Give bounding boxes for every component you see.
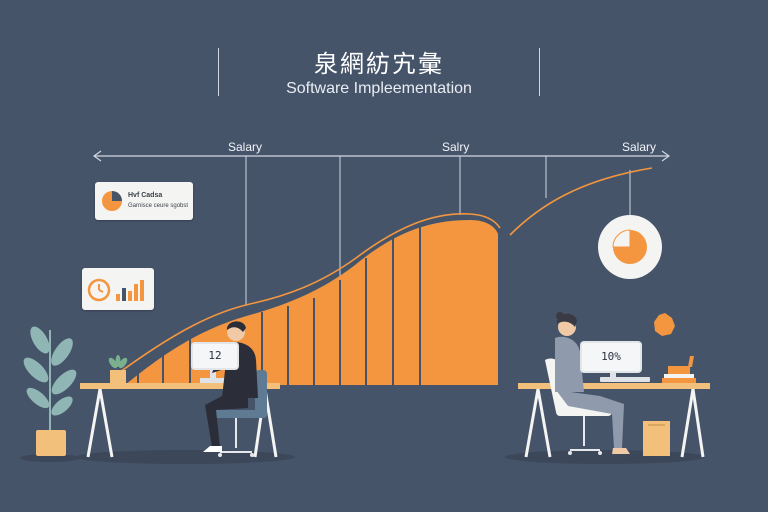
shopping-bag — [643, 421, 670, 456]
right-floor-shadow — [505, 450, 705, 464]
bar-chart-icon — [87, 278, 144, 302]
right-monitor: 10% — [582, 343, 640, 371]
right-keyboard — [600, 377, 650, 382]
pie-chart-widget — [598, 215, 662, 279]
right-monitor-stand — [610, 371, 616, 379]
info-card-pie: Hvf Cadsa Garnisce ceure sgobst — [95, 182, 193, 220]
left-monitor-base — [200, 378, 226, 383]
title-left-rule — [218, 48, 219, 96]
left-chair — [212, 370, 267, 457]
growth-curve — [119, 213, 501, 373]
plant-floor-shadow — [20, 454, 80, 462]
badge-icon — [654, 313, 675, 336]
left-monitor: 12 — [193, 344, 237, 368]
books-stack — [662, 356, 696, 383]
left-floor-shadow — [75, 450, 295, 464]
page-subtitle: Software Impleementation — [286, 80, 472, 97]
right-monitor-value: 10% — [601, 350, 621, 363]
pie-chart-icon — [102, 191, 122, 211]
title-right-rule — [539, 48, 540, 96]
timeline-label-1: Salary — [228, 140, 263, 154]
guide-lines — [245, 156, 631, 305]
timeline-arrow — [92, 150, 671, 162]
info-card-bars — [82, 268, 154, 310]
growth-area — [125, 220, 498, 385]
timeline-label-2: Salry — [442, 140, 470, 154]
left-monitor-value: 12 — [208, 349, 222, 362]
potted-plant-large — [23, 326, 77, 456]
right-desk — [518, 383, 710, 458]
potted-plant-small — [108, 355, 128, 383]
growth-curve-extension — [509, 167, 653, 236]
timeline-label-3: Salary — [622, 140, 657, 154]
page-title: 泉網紡宄彙 — [314, 50, 444, 78]
title-block: 泉網紡宄彙 Software Impleementation — [218, 40, 540, 102]
info-card-subtitle: Garnisce ceure sgobst — [128, 203, 189, 209]
info-card-title: Hvf Cadsa — [128, 192, 163, 199]
